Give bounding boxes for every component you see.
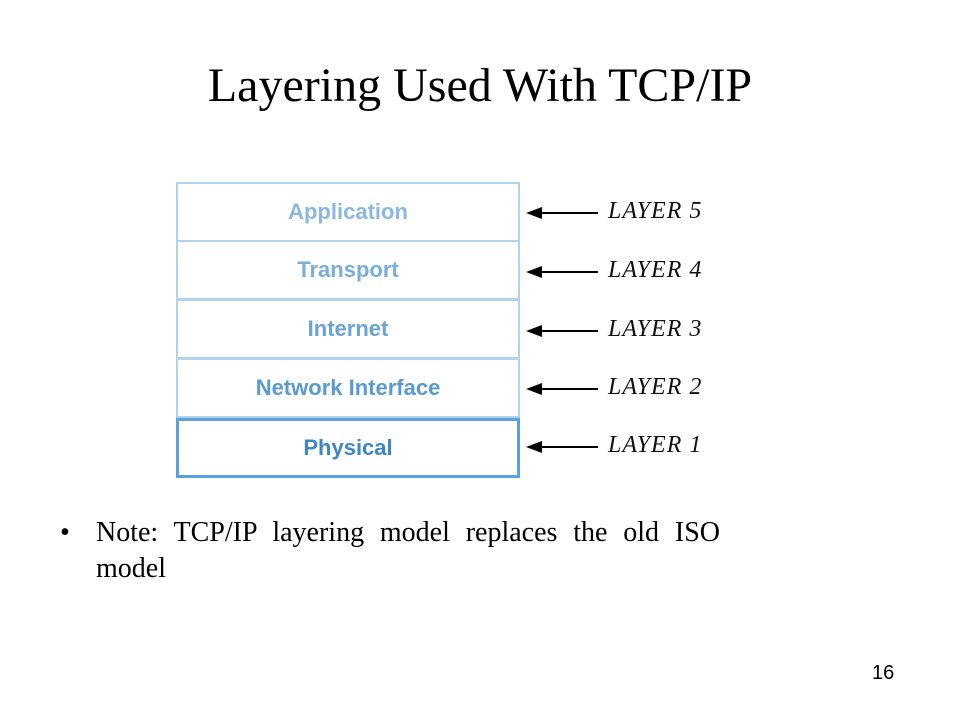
left-arrow-icon [526,441,598,453]
layer-label-row-1: LAYER 1 [526,432,746,462]
layer-label-5: LAYER 5 [608,198,703,224]
left-arrow-icon [526,266,598,278]
layer-label-4: LAYER 4 [608,257,703,283]
layer-label-1: LAYER 1 [608,432,703,458]
layer-label-2: LAYER 2 [608,374,703,400]
layer-labels: LAYER 5 LAYER 4 LAYER 3 LAYER 2 LAYER 1 [526,182,746,478]
layer-box-network-interface: Network Interface [176,358,520,418]
page-number: 16 [872,662,895,684]
layer-stack: Application Transport Internet Network I… [176,182,520,478]
layer-label-row-5: LAYER 5 [526,198,746,228]
layer-name-physical: Physical [303,435,393,460]
layer-label-3: LAYER 3 [608,316,703,342]
layer-label-row-4: LAYER 4 [526,257,746,287]
left-arrow-icon [526,207,598,219]
layer-name-internet: Internet [307,316,389,341]
layer-name-network-interface: Network Interface [255,375,441,400]
layer-name-application: Application [288,199,408,224]
layer-label-row-2: LAYER 2 [526,374,746,404]
left-arrow-icon [526,383,598,395]
note-bullet-item: • Note: TCP/IP layering model replaces t… [60,515,720,587]
layer-box-physical: Physical [176,418,520,478]
bullet-icon: • [60,517,70,548]
layer-box-transport: Transport [176,240,520,300]
layer-box-internet: Internet [176,299,520,359]
layer-label-row-3: LAYER 3 [526,316,746,346]
left-arrow-icon [526,325,598,337]
slide-title: Layering Used With TCP/IP [207,59,753,112]
layer-name-transport: Transport [297,257,399,282]
note-text: Note: TCP/IP layering model replaces the… [96,517,720,584]
layer-box-application: Application [176,182,520,242]
